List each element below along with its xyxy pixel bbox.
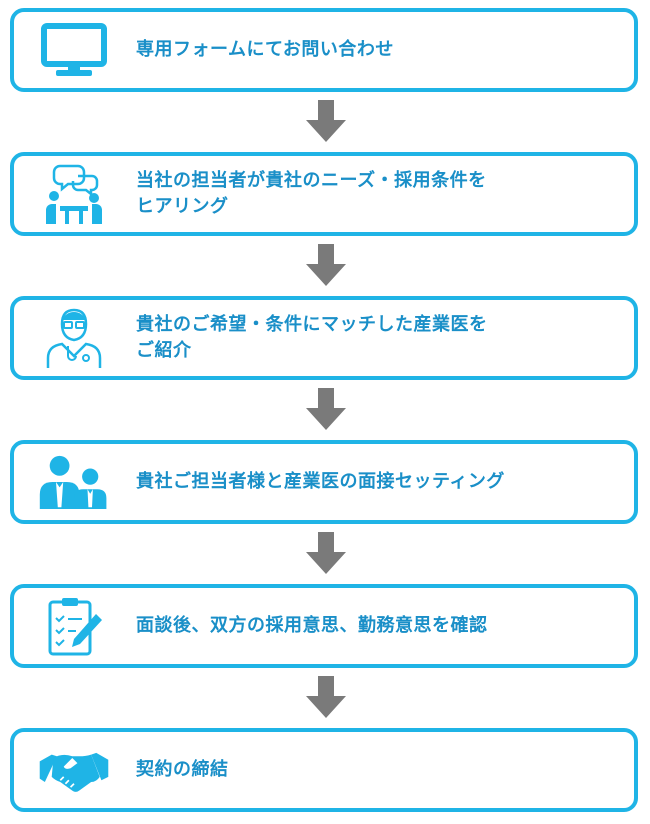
two-people-icon <box>38 450 110 514</box>
flow-step-label: 契約の締結 <box>136 759 229 780</box>
down-arrow-icon <box>306 532 346 574</box>
down-arrow-icon <box>306 388 346 430</box>
monitor-icon <box>38 18 110 82</box>
flow-step-6: 契約の締結 <box>10 728 638 812</box>
flow-step-4: 貴社ご担当者様と産業医の面接セッティング <box>10 440 638 524</box>
flow-step-1: 専用フォームにてお問い合わせ <box>10 8 638 92</box>
flow-step-label: 当社の担当者が貴社のニーズ・採用条件を ヒアリング <box>136 170 487 217</box>
down-arrow-icon <box>306 676 346 718</box>
flow-step-5: 面談後、双方の採用意思、勤務意思を確認 <box>10 584 638 668</box>
flow-step-label: 貴社ご担当者様と産業医の面接セッティング <box>136 471 505 492</box>
flow-step-label: 面談後、双方の採用意思、勤務意思を確認 <box>136 615 488 636</box>
handshake-icon <box>38 738 110 802</box>
clipboard-checklist-icon <box>38 594 110 658</box>
flow-step-label: 貴社のご希望・条件にマッチした産業医を ご紹介 <box>136 314 488 361</box>
flow-step-3: 貴社のご希望・条件にマッチした産業医を ご紹介 <box>10 296 638 380</box>
flow-step-2: 当社の担当者が貴社のニーズ・採用条件を ヒアリング <box>10 152 638 236</box>
flow-step-label: 専用フォームにてお問い合わせ <box>136 39 394 60</box>
meeting-icon <box>38 162 110 226</box>
down-arrow-icon <box>306 100 346 142</box>
doctor-icon <box>38 306 110 370</box>
down-arrow-icon <box>306 244 346 286</box>
